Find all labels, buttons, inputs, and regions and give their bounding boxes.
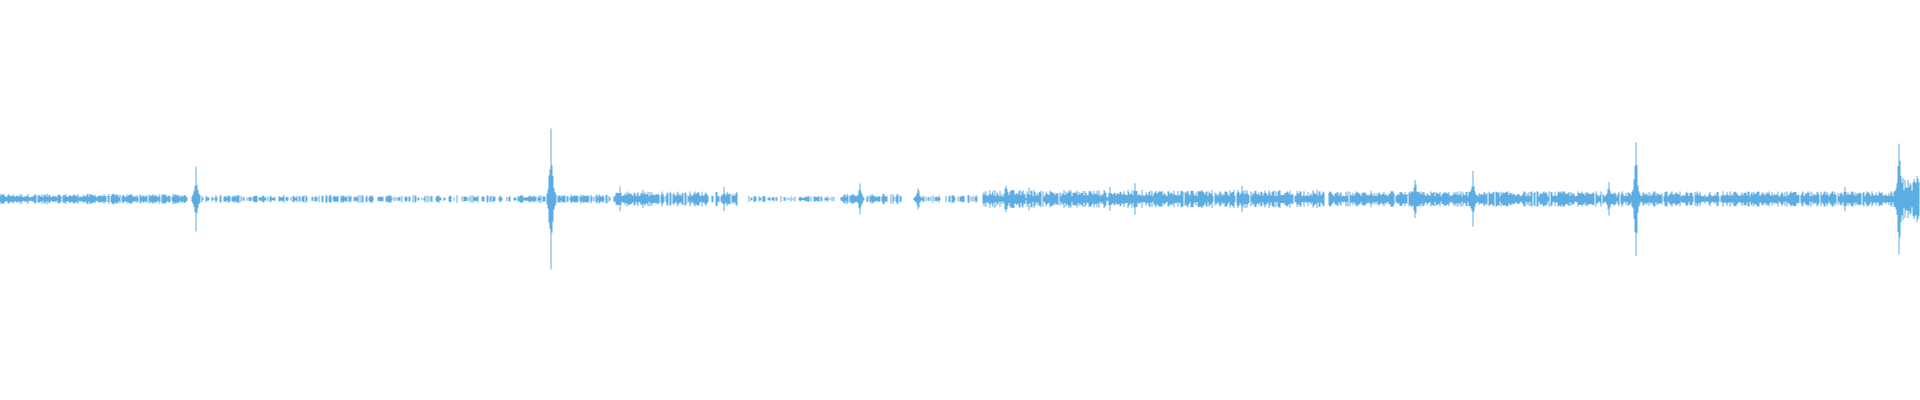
waveform-spike-19 xyxy=(1840,186,1850,212)
waveform-spike-4 xyxy=(720,186,729,212)
waveform-spike-5 xyxy=(855,183,865,215)
waveform-spike-7 xyxy=(1001,185,1011,213)
waveform-spike-11 xyxy=(1105,187,1115,211)
waveform-spike-20 xyxy=(1894,143,1904,255)
waveform-spike-2 xyxy=(615,186,625,212)
waveform-spike-1 xyxy=(546,128,556,270)
waveform-spike-8 xyxy=(1024,187,1033,211)
waveform-spike-10 xyxy=(1064,192,1072,206)
waveform-spike-16 xyxy=(1468,171,1478,227)
waveform-spike-3 xyxy=(639,190,647,208)
waveform-spike-18 xyxy=(1631,142,1641,256)
waveform-baseline xyxy=(0,175,1920,223)
waveform-spike-6 xyxy=(913,188,923,210)
waveform-spike-13 xyxy=(1237,185,1247,213)
waveform-spike-9 xyxy=(1042,191,1051,207)
waveform-spike-15 xyxy=(1410,180,1420,218)
waveform-spike-17 xyxy=(1604,182,1614,216)
waveform-spike-14 xyxy=(1366,190,1375,208)
waveform-strokes xyxy=(0,128,1920,270)
waveform-spike-0 xyxy=(191,166,201,232)
waveform-spike-12 xyxy=(1130,183,1140,215)
